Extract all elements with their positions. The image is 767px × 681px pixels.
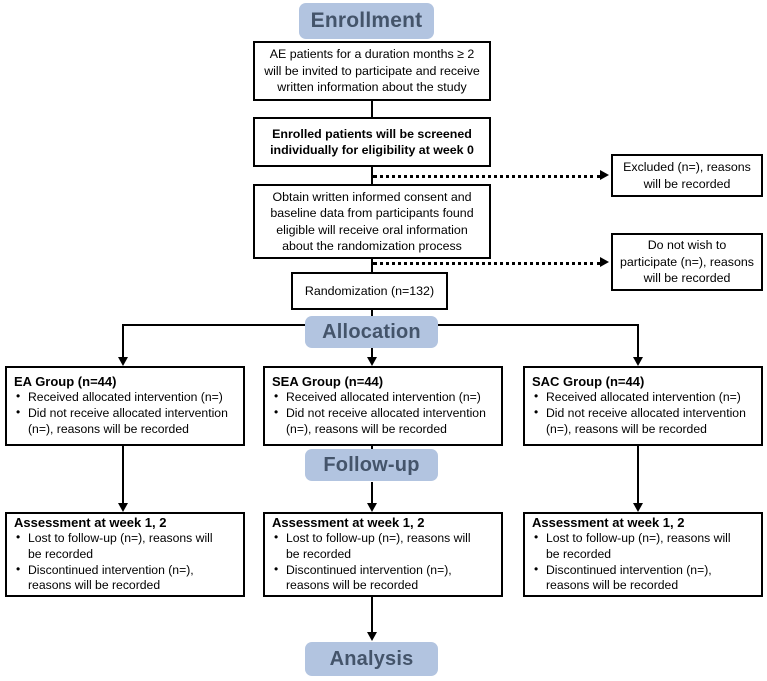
connector-dotted-excluded bbox=[373, 175, 601, 178]
stage-banner-allocation-label: Allocation bbox=[322, 320, 421, 343]
list-item: Discontinued intervention (n=), reasons … bbox=[532, 562, 754, 595]
stage-banner-followup: Follow-up bbox=[305, 449, 438, 481]
connector-screening-to-consent bbox=[371, 167, 373, 184]
connector-invitation-to-screening bbox=[371, 101, 373, 117]
box-assessment-sac: Assessment at week 1, 2 Lost to follow-u… bbox=[523, 512, 763, 597]
arrowhead-allocation-right bbox=[633, 357, 643, 366]
box-allocation-ea-title: EA Group (n=44) bbox=[14, 374, 117, 390]
box-randomization: Randomization (n=132) bbox=[291, 272, 448, 310]
box-assessment-sea-bullets: Lost to follow-up (n=), reasons will be … bbox=[272, 530, 494, 595]
connector-followup-to-assessment bbox=[371, 482, 373, 508]
connector-assessment-to-analysis bbox=[371, 597, 373, 637]
box-allocation-ea-bullets: Received allocated intervention (n=) Did… bbox=[14, 389, 236, 438]
list-item: Lost to follow-up (n=), reasons will be … bbox=[532, 530, 754, 563]
box-screening-text: Enrolled patients will be screened indiv… bbox=[270, 126, 474, 157]
box-allocation-ea: EA Group (n=44) Received allocated inter… bbox=[5, 366, 245, 446]
arrowhead-sac-assessment bbox=[633, 503, 643, 512]
connector-sac-to-assessment bbox=[637, 446, 639, 508]
box-screening: Enrolled patients will be screened indiv… bbox=[253, 117, 491, 167]
box-allocation-sac-title: SAC Group (n=44) bbox=[532, 374, 645, 390]
box-allocation-sea-title: SEA Group (n=44) bbox=[272, 374, 384, 390]
stage-banner-allocation: Allocation bbox=[305, 316, 438, 348]
box-assessment-sea: Assessment at week 1, 2 Lost to follow-u… bbox=[263, 512, 503, 597]
box-invitation-text: AE patients for a duration months ≥ 2 wi… bbox=[264, 47, 480, 95]
stage-banner-enrollment: Enrollment bbox=[299, 3, 434, 39]
box-randomization-text: Randomization (n=132) bbox=[304, 283, 435, 298]
box-allocation-sea: SEA Group (n=44) Received allocated inte… bbox=[263, 366, 503, 446]
box-excluded-text: Excluded (n=), reasons will be recorded bbox=[623, 160, 751, 191]
box-assessment-sac-title: Assessment at week 1, 2 bbox=[532, 514, 685, 530]
box-declined-text: Do not wish to participate (n=), reasons… bbox=[620, 238, 754, 286]
box-assessment-sac-bullets: Lost to follow-up (n=), reasons will be … bbox=[532, 530, 754, 595]
box-excluded: Excluded (n=), reasons will be recorded bbox=[611, 154, 763, 197]
connector-allocation-left-drop bbox=[122, 324, 124, 361]
list-item: Did not receive allocated intervention (… bbox=[272, 405, 494, 438]
list-item: Discontinued intervention (n=), reasons … bbox=[272, 562, 494, 595]
box-assessment-ea: Assessment at week 1, 2 Lost to follow-u… bbox=[5, 512, 245, 597]
list-item: Lost to follow-up (n=), reasons will be … bbox=[14, 530, 236, 563]
connector-ea-to-assessment bbox=[122, 446, 124, 508]
stage-banner-analysis: Analysis bbox=[305, 642, 438, 676]
arrowhead-allocation-left bbox=[118, 357, 128, 366]
list-item: Lost to follow-up (n=), reasons will be … bbox=[272, 530, 494, 563]
stage-banner-followup-label: Follow-up bbox=[323, 453, 420, 476]
list-item: Did not receive allocated intervention (… bbox=[532, 405, 754, 438]
arrowhead-ea-assessment bbox=[118, 503, 128, 512]
connector-allocation-right-drop bbox=[637, 324, 639, 361]
box-assessment-ea-bullets: Lost to follow-up (n=), reasons will be … bbox=[14, 530, 236, 595]
list-item: Received allocated intervention (n=) bbox=[14, 389, 236, 406]
box-allocation-sac-bullets: Received allocated intervention (n=) Did… bbox=[532, 389, 754, 438]
list-item: Did not receive allocated intervention (… bbox=[14, 405, 236, 438]
arrowhead-declined bbox=[600, 257, 609, 267]
arrowhead-allocation-center bbox=[367, 357, 377, 366]
connector-consent-to-randomization bbox=[371, 259, 373, 275]
arrowhead-sea-assessment bbox=[367, 503, 377, 512]
connector-dotted-declined bbox=[373, 262, 601, 265]
list-item: Received allocated intervention (n=) bbox=[532, 389, 754, 406]
box-assessment-ea-title: Assessment at week 1, 2 bbox=[14, 514, 167, 530]
arrowhead-excluded bbox=[600, 170, 609, 180]
box-consent: Obtain written informed consent and base… bbox=[253, 184, 491, 259]
box-allocation-sac: SAC Group (n=44) Received allocated inte… bbox=[523, 366, 763, 446]
box-allocation-sea-bullets: Received allocated intervention (n=) Did… bbox=[272, 389, 494, 438]
stage-banner-enrollment-label: Enrollment bbox=[310, 9, 423, 32]
arrowhead-analysis bbox=[367, 632, 377, 641]
stage-banner-analysis-label: Analysis bbox=[329, 647, 414, 670]
box-invitation: AE patients for a duration months ≥ 2 wi… bbox=[253, 41, 491, 101]
list-item: Received allocated intervention (n=) bbox=[272, 389, 494, 406]
box-declined: Do not wish to participate (n=), reasons… bbox=[611, 233, 763, 291]
box-assessment-sea-title: Assessment at week 1, 2 bbox=[272, 514, 425, 530]
connector-allocation-center-drop bbox=[371, 346, 373, 361]
list-item: Discontinued intervention (n=), reasons … bbox=[14, 562, 236, 595]
box-consent-text: Obtain written informed consent and base… bbox=[270, 189, 474, 253]
